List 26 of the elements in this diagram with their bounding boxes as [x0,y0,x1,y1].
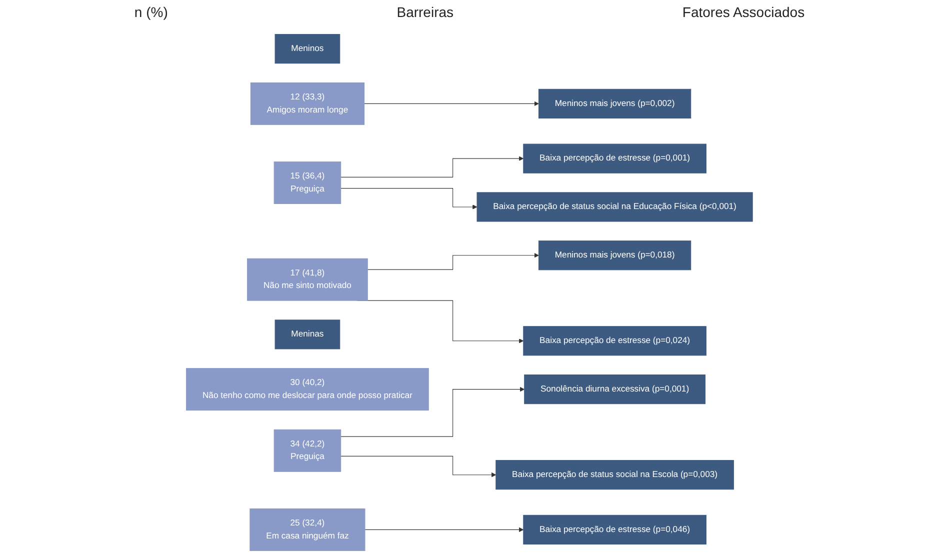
node-box: Meninos mais jovens (p=0,002) [538,88,692,118]
node-box: Baixa percepção de estresse (p=0,001) [523,144,706,174]
arrow [340,456,496,478]
node-box: 34 (42,2) Preguiça [274,429,342,472]
column-heading: Fatores Associados [682,4,805,22]
node-box: Meninas [274,320,340,350]
node-box: 15 (36,4) Preguiça [274,162,342,204]
arrow [340,386,525,437]
node-box: Sonolência diurna excessiva (p=0,001) [524,374,706,404]
column-heading: Barreiras [396,4,454,22]
arrow [340,188,478,210]
arrow [364,101,539,106]
node-box: Baixa percepção de status social na Educação Física (p<0,001) [476,192,753,222]
node-box: Baixa percepção de status social na Escola (p=0,003) [496,460,734,490]
node-box: 30 (40,2) Não tenho como me deslocar para onde posso praticar [186,368,429,411]
column-heading: n (%) [134,4,168,22]
node-box: 25 (32,4) Em casa ninguém faz [250,508,366,551]
node-box: Baixa percepção de estresse (p=0,046) [523,514,706,544]
node-box: 17 (41,8) Não me sinto motivado [247,258,368,301]
node-box: Meninos [274,34,340,64]
arrow [367,253,539,270]
node-box: Baixa percepção de estresse (p=0,024) [523,326,706,356]
node-box: 12 (33,3) Amigos moram longe [250,82,365,125]
node-box: Meninos mais jovens (p=0,018) [538,240,692,270]
arrow [340,156,524,178]
arrow [364,527,524,532]
